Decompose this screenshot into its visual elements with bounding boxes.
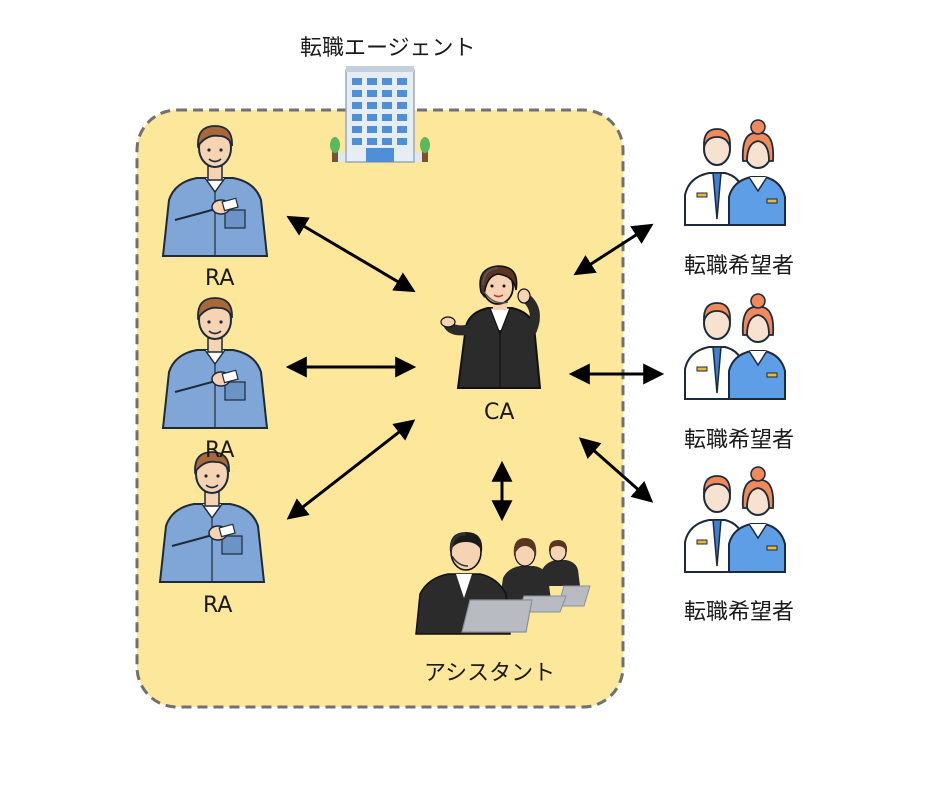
building-window	[382, 78, 392, 85]
arrow-ra1-ca	[286, 215, 416, 293]
building-window	[367, 126, 377, 133]
building-window	[352, 102, 362, 109]
building-window	[382, 126, 392, 133]
seeker-label-1: 転職希望者	[684, 254, 795, 279]
building-window	[382, 90, 392, 97]
building-window	[397, 78, 407, 85]
ca-label: CA	[484, 400, 515, 425]
building-window	[367, 90, 377, 97]
building-window	[397, 138, 407, 145]
seeker-pair-icon-1	[684, 119, 786, 226]
seeker-pair-icon-3	[684, 466, 786, 573]
arrow-ca-seeker1	[573, 223, 654, 276]
building-window	[352, 114, 362, 121]
building-window	[382, 114, 392, 121]
agency-title: 転職エージェント	[300, 36, 476, 61]
ca-person-icon	[440, 265, 542, 389]
building-window	[352, 126, 362, 133]
building-window	[397, 102, 407, 109]
building-window	[382, 138, 392, 145]
building-window	[367, 114, 377, 121]
ra-label-3: RA	[203, 593, 233, 618]
building-window	[352, 90, 362, 97]
building-window	[352, 78, 362, 85]
building-window	[367, 138, 377, 145]
building-window	[382, 102, 392, 109]
assistant-label: アシスタント	[424, 661, 556, 686]
ra-label-1: RA	[205, 266, 235, 291]
arrow-ca-seeker3	[578, 437, 654, 503]
building-window	[367, 78, 377, 85]
building-window	[352, 138, 362, 145]
ra-label-2: RA	[205, 438, 235, 463]
arrow-ra3-ca	[286, 419, 416, 520]
call-center-team-icon	[415, 532, 591, 635]
seeker-label-2: 転職希望者	[684, 428, 795, 453]
building-window	[397, 114, 407, 121]
seeker-label-3: 転職希望者	[684, 600, 795, 625]
building-window	[397, 90, 407, 97]
building-window	[367, 102, 377, 109]
building-window	[397, 126, 407, 133]
office-building-icon	[330, 66, 430, 163]
seeker-pair-icon-2	[684, 293, 786, 400]
